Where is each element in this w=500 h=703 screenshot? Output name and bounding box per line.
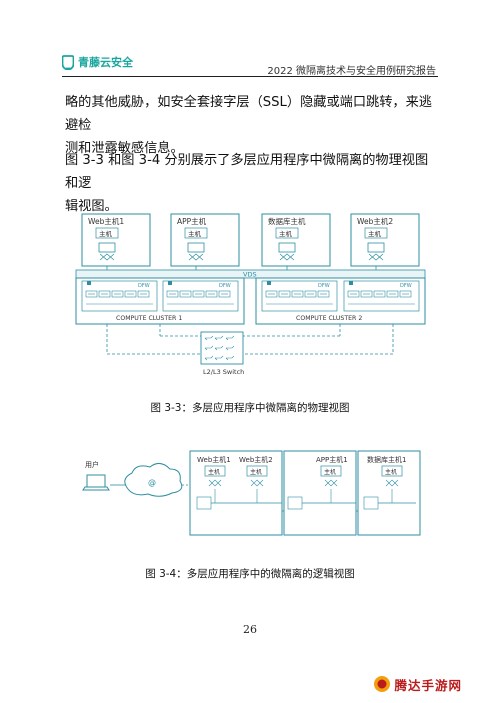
logical-app-inner: 主机 [324, 468, 336, 476]
compute-cluster-1: DFW DFW COMPUTE CLUSTER 1 [75, 277, 245, 325]
vds-label: VDS [243, 271, 257, 279]
logical-db-title: 数据库主机1 [367, 455, 406, 464]
watermark-text: 腾达手游网 [394, 677, 462, 693]
paragraph-2-line-2: 辑视图。 [65, 199, 118, 214]
host-db-title: 数据库主机 [268, 216, 306, 226]
host-web1-inner: 主机 [99, 229, 113, 238]
dfw-label-2: DFW [219, 283, 231, 289]
paragraph-1: 略的其他威胁，如安全套接字层（SSL）隐藏或端口跳转，来逃避检 测和泄露敏感信息… [65, 91, 437, 160]
paragraph-1-line-2: 测和泄露敏感信息。 [65, 141, 184, 156]
logical-db-inner: 主机 [385, 468, 397, 476]
logical-web2-inner: 主机 [250, 468, 262, 476]
figure-logical-view: 用户 @ Web主机1 Web主机2 主机 主机 APP主机1 主机 [82, 450, 421, 536]
logical-group-app: APP主机1 主机 [283, 450, 357, 536]
cloud-label: @ [148, 478, 156, 487]
host-web2-title: Web主机2 [357, 216, 393, 226]
host-web1: Web主机1 主机 [81, 213, 151, 267]
user-laptop-icon: 用户 [82, 460, 110, 491]
paragraph-1-line-1: 略的其他威胁，如安全套接字层（SSL）隐藏或端口跳转，来逃避检 [65, 95, 432, 133]
watermark-logo-icon [374, 676, 391, 692]
brand-logo: 青藤云安全 [62, 54, 133, 70]
host-app-inner: 主机 [188, 229, 202, 238]
logical-group-db: 数据库主机1 主机 [357, 450, 421, 536]
logical-web2-title: Web主机2 [239, 455, 273, 464]
logical-web1-inner: 主机 [208, 468, 220, 476]
watermark: 腾达手游网 [373, 672, 462, 696]
host-web2-inner: 主机 [368, 229, 382, 238]
dfw-label-4: DFW [400, 283, 412, 289]
dfw-label-1: DFW [138, 283, 150, 289]
host-app-title: APP主机 [177, 216, 207, 226]
brand-shield-icon [62, 54, 74, 70]
header-divider [62, 76, 438, 77]
host-web1-title: Web主机1 [88, 216, 124, 226]
cluster-2-label: COMPUTE CLUSTER 2 [296, 315, 362, 322]
logical-app-title: APP主机1 [316, 455, 348, 464]
user-label: 用户 [85, 460, 99, 469]
host-db: 数据库主机 主机 [261, 213, 331, 267]
vds-bar [75, 269, 426, 279]
host-web2: Web主机2 主机 [350, 213, 420, 267]
host-db-inner: 主机 [279, 229, 293, 238]
figure-3-3-caption: 图 3-3：多层应用程序中微隔离的物理视图 [150, 402, 350, 414]
dfw-label-3: DFW [318, 283, 330, 289]
paragraph-2-line-1: 图 3-3 和图 3-4 分别展示了多层应用程序中微隔离的物理视图和逻 [65, 153, 429, 191]
l2-l3-switch: L2/L3 Switch [200, 331, 244, 376]
internet-cloud-icon: @ [124, 463, 183, 497]
figure-physical-view: Web主机1 主机 APP主机 主机 数据库主机 主机 Web主机2 主机 VD… [75, 213, 426, 376]
cluster-1-label: COMPUTE CLUSTER 1 [116, 315, 182, 322]
brand-name: 青藤云安全 [78, 56, 133, 69]
logical-group-web: Web主机1 Web主机2 主机 主机 [189, 450, 283, 536]
switch-label: L2/L3 Switch [203, 368, 244, 376]
page-number: 26 [243, 623, 257, 636]
figure-3-4-caption: 图 3-4：多层应用程序中的微隔离的逻辑视图 [145, 568, 355, 580]
switch-links [106, 324, 394, 355]
paragraph-2: 图 3-3 和图 3-4 分别展示了多层应用程序中微隔离的物理视图和逻 辑视图。 [65, 149, 437, 218]
header-title: 2022 微隔离技术与安全用例研究报告 [267, 66, 436, 77]
compute-cluster-2: DFW DFW COMPUTE CLUSTER 2 [255, 277, 426, 325]
logical-web1-title: Web主机1 [197, 455, 231, 464]
host-app: APP主机 主机 [170, 213, 240, 267]
